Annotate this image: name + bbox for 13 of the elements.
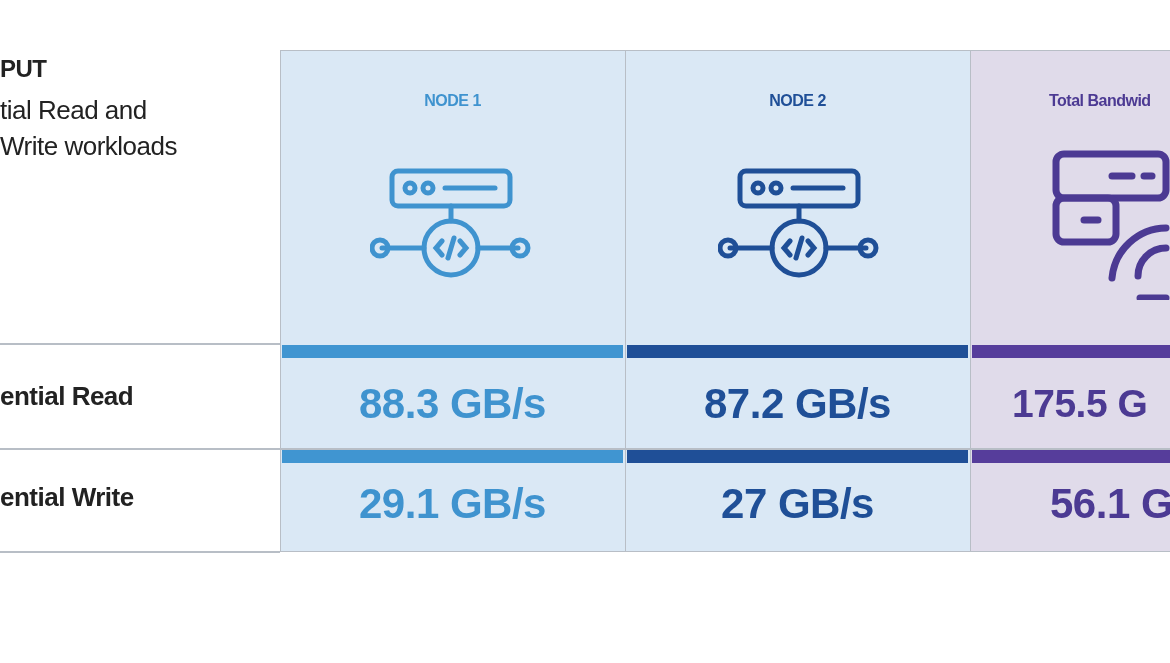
column-heading: Total Bandwid <box>1049 92 1151 110</box>
value: 27 GB/s <box>720 480 875 528</box>
value: 175.5 G <box>1012 382 1148 426</box>
value: 56.1 G <box>1050 480 1170 528</box>
column-heading: NODE 1 <box>423 92 482 110</box>
value: 88.3 GB/s <box>358 380 547 428</box>
value: 87.2 GB/s <box>703 380 892 428</box>
heading: PUT <box>0 55 47 83</box>
description: tial Read and Write workloads <box>0 94 178 163</box>
row-heading: ential Read <box>0 381 134 412</box>
value: 29.1 GB/s <box>358 480 547 528</box>
row-heading: ential Write <box>0 482 134 513</box>
column-heading: NODE 2 <box>768 92 827 110</box>
